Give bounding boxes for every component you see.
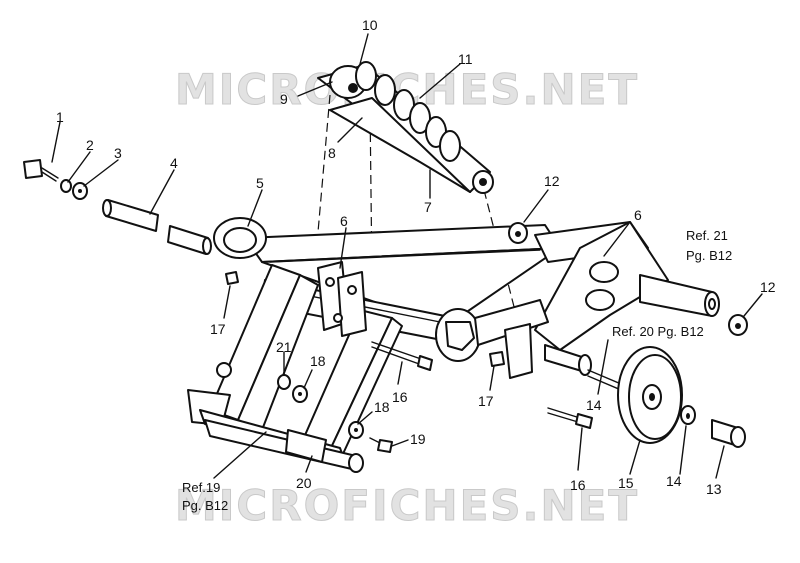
callout-11: 11	[458, 51, 473, 67]
callout-20: 20	[296, 475, 312, 491]
washer-12-right	[728, 314, 748, 336]
callout-4: 4	[170, 155, 178, 171]
callout-numbers: 1 2 3 4 5 6 6 7 8 9 10 11 12 12 13 14 14…	[56, 17, 776, 497]
callout-6-left: 6	[340, 213, 348, 229]
left-fastener-stack	[23, 159, 212, 255]
right-shaft	[639, 274, 720, 317]
wheel-assembly	[544, 344, 746, 448]
reference-labels: Ref. 21 Pg. B12 Ref. 20 Pg. B12 Ref.19 P…	[182, 228, 732, 513]
callout-2: 2	[86, 137, 94, 153]
callout-14-lower: 14	[666, 473, 682, 489]
callout-3: 3	[114, 145, 122, 161]
callout-1: 1	[56, 109, 64, 125]
callout-13: 13	[706, 481, 722, 497]
callout-5: 5	[256, 175, 264, 191]
watermark-bottom: MICROFICHES.NET	[175, 481, 639, 530]
callout-18-lower: 18	[374, 399, 390, 415]
callout-17-left: 17	[210, 321, 226, 337]
ref-20: Ref. 20 Pg. B12	[612, 324, 704, 339]
callout-8: 8	[328, 145, 336, 161]
left-pivot-ring	[213, 217, 267, 259]
callout-12-left: 12	[544, 173, 560, 189]
washer-12-left	[508, 222, 528, 244]
callout-17-right: 17	[478, 393, 494, 409]
callout-19: 19	[410, 431, 426, 447]
ref-19-line2: Pg. B12	[182, 498, 228, 513]
center-pivot-hub	[435, 299, 549, 362]
callout-16-left: 16	[392, 389, 408, 405]
mounting-brackets	[317, 261, 533, 379]
callout-12-right: 12	[760, 279, 776, 295]
callout-9: 9	[280, 91, 288, 107]
callout-14-upper: 14	[586, 397, 602, 413]
left-lower-arm	[187, 264, 403, 473]
callout-16-right: 16	[570, 477, 586, 493]
center-fasteners	[225, 271, 505, 453]
shock-absorber	[317, 61, 494, 194]
ref-19-line1: Ref.19	[182, 480, 220, 495]
leader-lines	[51, 33, 763, 479]
callout-6-right: 6	[634, 207, 642, 223]
callout-21: 21	[276, 339, 292, 355]
callout-18-upper: 18	[310, 353, 326, 369]
ref-21-line1: Ref. 21	[686, 228, 728, 243]
callout-10: 10	[362, 17, 378, 33]
ref-21-line2: Pg. B12	[686, 248, 732, 263]
right-pivot-housing	[534, 221, 669, 351]
callout-7: 7	[424, 199, 432, 215]
callout-15: 15	[618, 475, 634, 491]
